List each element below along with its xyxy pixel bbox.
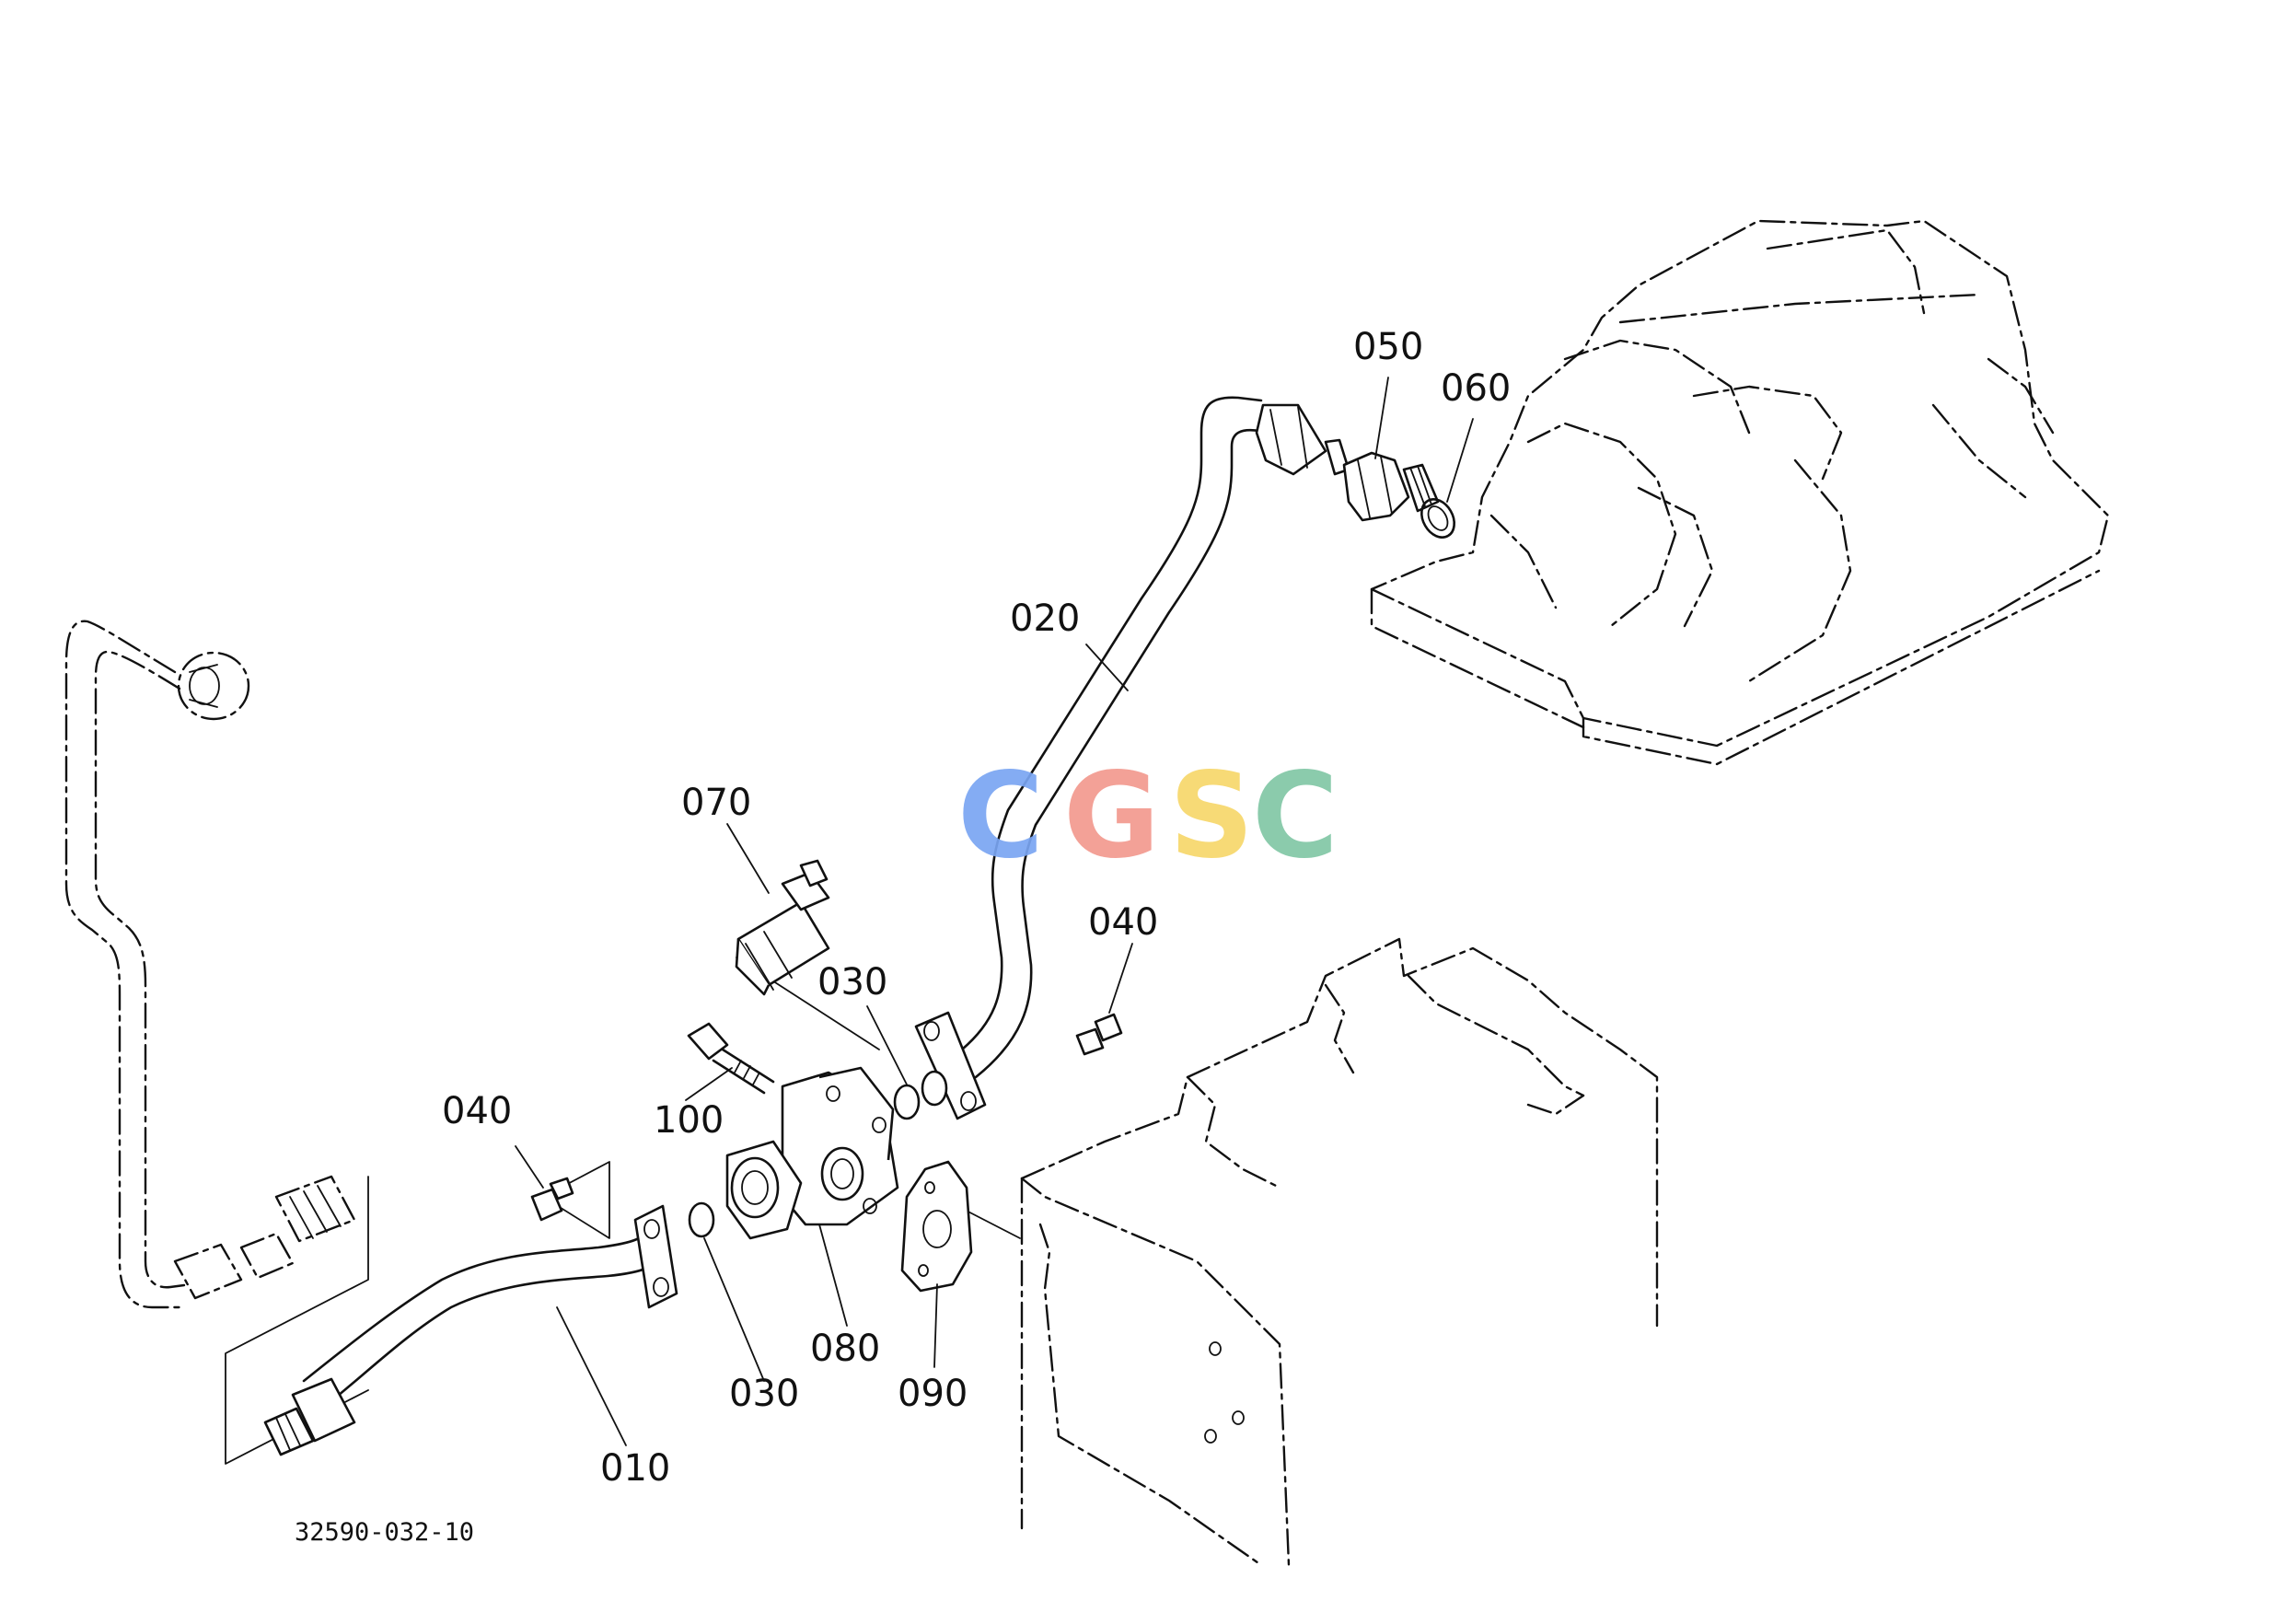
watermark-letter-4: C <box>1252 748 1339 885</box>
part-070 <box>735 859 830 996</box>
o-ring-060 <box>1420 498 1455 539</box>
bolt-100 <box>687 1022 775 1095</box>
callout-090: 090 <box>898 1373 968 1415</box>
callout-020: 020 <box>1010 597 1080 640</box>
callout-010: 010 <box>600 1447 670 1490</box>
pipe-020 <box>914 396 1350 1120</box>
callout-100: 100 <box>654 1099 724 1142</box>
housing-080 <box>725 1066 899 1240</box>
o-ring-030-upper <box>893 1084 921 1120</box>
union-050 <box>1342 451 1440 522</box>
callout-040-lower: 040 <box>442 1090 512 1132</box>
callout-040-upper: 040 <box>1088 901 1158 944</box>
callout-030-lower: 030 <box>729 1373 799 1415</box>
watermark-letter-2: G <box>1063 748 1160 885</box>
callout-060: 060 <box>1441 367 1511 410</box>
gasket-090 <box>900 1160 973 1293</box>
watermark-logo: C G S C <box>957 748 1339 885</box>
callout-labels: 050 060 020 070 030 040 040 100 080 030 … <box>442 326 1511 1490</box>
phantom-pipe-left <box>64 620 356 1309</box>
diagram-reference-code: 32590-032-10 <box>295 1518 474 1547</box>
o-ring-030-lower <box>688 1201 715 1238</box>
callout-050: 050 <box>1353 326 1423 368</box>
engine-block-phantom <box>1370 219 2110 766</box>
bolt-040-lower <box>530 1177 574 1222</box>
watermark-letter-1: C <box>957 748 1044 885</box>
pipe-010 <box>263 1204 678 1456</box>
bolt-040-upper <box>1075 1013 1123 1056</box>
callout-080: 080 <box>810 1328 880 1370</box>
callout-030-upper: 030 <box>817 961 887 1003</box>
watermark-letter-3: S <box>1169 748 1254 885</box>
transmission-case-phantom <box>1020 937 1659 1567</box>
leader-lines <box>515 377 1474 1446</box>
callout-070: 070 <box>681 782 751 824</box>
